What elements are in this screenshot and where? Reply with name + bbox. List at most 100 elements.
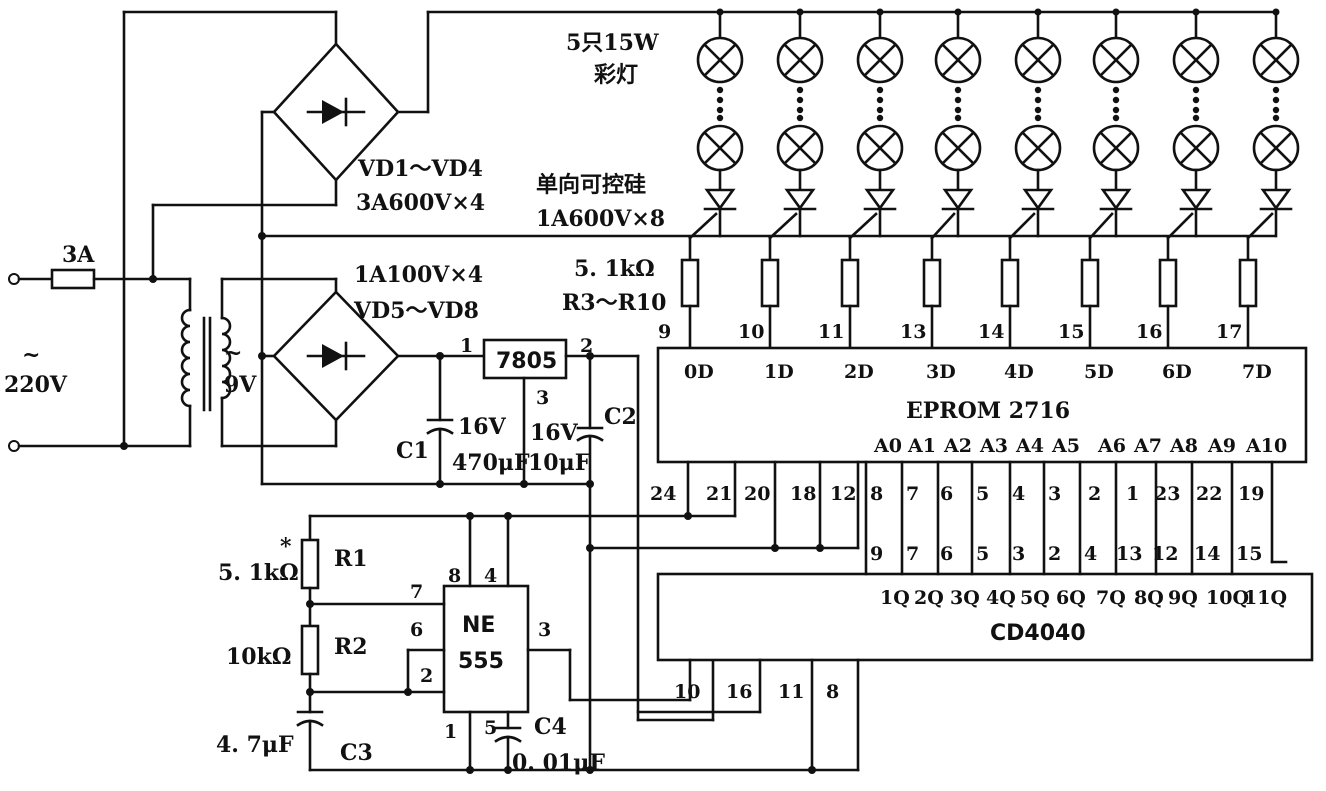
lamp-ellipsis-dot (716, 86, 724, 94)
lamp-ellipsis-dot (876, 96, 884, 104)
regulator-section (260, 338, 715, 772)
resistor-r1 (300, 538, 320, 590)
gate-resistor (760, 258, 780, 308)
scr-gate (848, 212, 878, 240)
eprom-pin-number: 13 (900, 321, 926, 343)
bridge2-name: VD5～VD8 (353, 298, 479, 324)
eprom-address-label: A10 (1245, 435, 1287, 457)
eprom-pin-number: 22 (1196, 483, 1222, 505)
eprom-data-label: 6D (1162, 361, 1192, 383)
lamp-cross (863, 43, 897, 77)
eprom-pin-number: 10 (738, 321, 764, 343)
lamp-ellipsis-dot (954, 114, 962, 122)
eprom-pin-number: 11 (818, 321, 844, 343)
lamp-ellipsis-dot (876, 114, 884, 122)
lamp-cross (783, 43, 817, 77)
ne555-pin-6: 6 (410, 619, 423, 641)
eprom-pin-number: 19 (1238, 483, 1264, 505)
lamp-ellipsis-dot (1034, 86, 1042, 94)
bridge-rectifier-2 (260, 290, 486, 422)
ne555-pin-7: 7 (410, 581, 423, 603)
eprom-pin-number: 9 (658, 321, 671, 343)
cd4040-output-label: 9Q (1168, 587, 1198, 609)
eprom-pin-number: 18 (790, 483, 816, 505)
eprom-pin-number: 6 (940, 483, 953, 505)
eprom-data-label: 0D (684, 361, 714, 383)
lamps-label-line1: 5只15W (566, 30, 659, 56)
ne555-chip (442, 584, 530, 714)
junction-dot (1034, 8, 1042, 16)
ne555-pin-3: 3 (538, 619, 551, 641)
junction-dot (1112, 8, 1120, 16)
eprom-control-wiring (308, 460, 860, 552)
junction-dot (954, 8, 962, 16)
ne555-section (296, 514, 860, 774)
reg-pin-3: 3 (536, 387, 549, 409)
ne555-pin-1: 1 (444, 721, 457, 743)
ne555-pin-4: 4 (484, 565, 497, 587)
resistor-label-line2: R3～R10 (562, 290, 667, 316)
secondary-symbol: ~ (224, 340, 242, 366)
lamp-ellipsis-dot (1112, 86, 1120, 94)
eprom-pin-number: 5 (976, 483, 989, 505)
lamp-ellipsis-dot (1034, 96, 1042, 104)
fuse (50, 268, 96, 290)
lamp-ellipsis-dot (1112, 114, 1120, 122)
scr-icon (1022, 188, 1054, 211)
scr-gate (1008, 212, 1036, 240)
junction-dot (716, 8, 724, 16)
c1-name: C1 (396, 438, 429, 464)
ac-input (8, 10, 338, 452)
eprom-pin-number: 16 (1136, 321, 1162, 343)
cd4040-output-label: 5Q (1020, 587, 1050, 609)
junction-dot (1272, 8, 1280, 16)
cd4040-pin-number: 10 (674, 681, 700, 703)
bridge-rectifier-1 (258, 10, 1275, 486)
eprom-pin-number: 20 (744, 483, 770, 505)
address-bus (864, 460, 1288, 576)
cd4040-pin-number: 2 (1048, 543, 1061, 565)
lamp-ellipsis-dot (954, 106, 962, 114)
lamp-ellipsis-dot (1112, 96, 1120, 104)
lamp-cross (1099, 43, 1133, 77)
c1-value: 470μF (452, 450, 530, 476)
c2-value: 10μF (528, 450, 591, 476)
eprom-address-label: A4 (1015, 435, 1044, 457)
regulator-label: 7805 (496, 349, 557, 374)
c2-voltage: 16V (530, 420, 579, 446)
eprom-pin-number: 1 (1126, 483, 1139, 505)
c4-value: 0. 01μF (512, 750, 605, 776)
gate-resistor (1158, 258, 1178, 308)
lamp-cross (1099, 131, 1133, 165)
scr-label-line1: 单向可控硅 (536, 172, 646, 198)
lamp-cross (1021, 131, 1055, 165)
lamp-ellipsis-dot (1272, 96, 1280, 104)
cd4040-output-label: 11Q (1244, 587, 1287, 609)
lamp-ellipsis-dot (1272, 86, 1280, 94)
lamp-ellipsis-dot (876, 86, 884, 94)
cd4040-pin-number: 9 (870, 543, 883, 565)
lamp-ellipsis-dot (1272, 106, 1280, 114)
cd4040-output-label: 2Q (914, 587, 944, 609)
lamps-label-line2: 彩灯 (593, 62, 638, 88)
lamp-ellipsis-dot (716, 114, 724, 122)
cd4040-output-label: 8Q (1134, 587, 1164, 609)
eprom-pin-number: 21 (706, 483, 732, 505)
eprom-address-label: A2 (943, 435, 972, 457)
lamp-ellipsis-dot (1192, 86, 1200, 94)
reg-pin-1: 1 (460, 335, 473, 357)
eprom-address-label: A7 (1133, 435, 1162, 457)
scr-icon (784, 188, 816, 211)
lamp-ellipsis-dot (1034, 114, 1042, 122)
reg-pin-2: 2 (580, 335, 593, 357)
cd4040-output-label: 7Q (1096, 587, 1126, 609)
eprom-data-label: 2D (844, 361, 874, 383)
c1-voltage: 16V (458, 414, 507, 440)
r1-star: * (280, 534, 292, 560)
eprom-pin-number: 24 (650, 483, 676, 505)
scr-gate (688, 212, 718, 240)
ac-terminal-top (8, 273, 20, 285)
cd4040-output-label: 3Q (950, 587, 980, 609)
lamp-cross (941, 131, 975, 165)
lamp-cross (1259, 131, 1293, 165)
